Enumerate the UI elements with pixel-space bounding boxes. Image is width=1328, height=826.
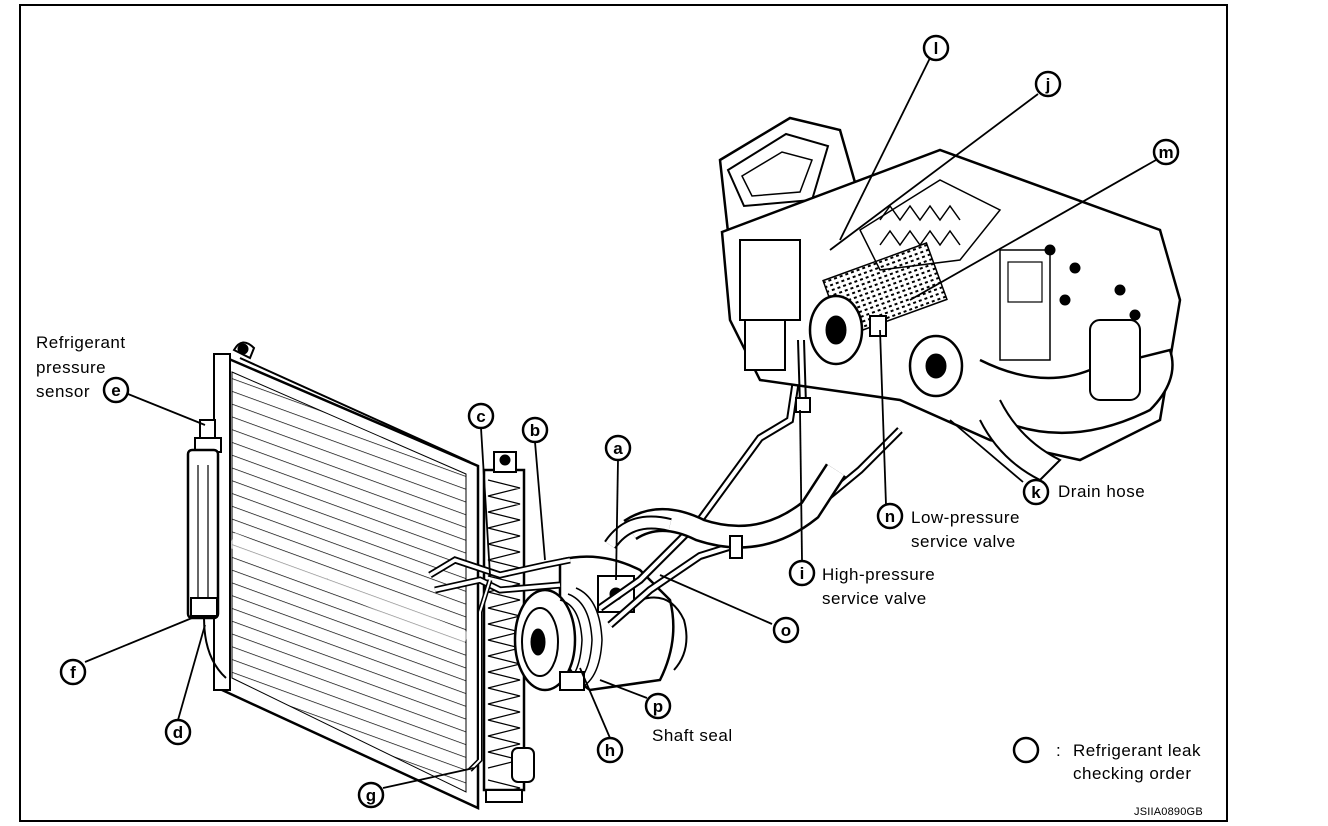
callout-f: f (59, 658, 87, 686)
label-sensor-line1: Refrigerant (36, 333, 126, 352)
callout-e: e (102, 376, 130, 404)
label-low-pressure-line2: service valve (911, 532, 1016, 551)
svg-text:c: c (476, 407, 485, 426)
label-shaft-seal: Shaft seal (652, 726, 733, 745)
label-low-pressure-line1: Low-pressure (911, 508, 1020, 527)
svg-text:a: a (613, 439, 623, 458)
figure-id: JSIIA0890GB (1134, 806, 1203, 818)
callout-l: l (922, 34, 950, 62)
callout-o: o (772, 616, 800, 644)
callout-b: b (521, 416, 549, 444)
svg-text:k: k (1031, 483, 1041, 502)
svg-text:b: b (530, 421, 540, 440)
legend-colon: : (1056, 741, 1062, 760)
label-sensor-line3: sensor (36, 382, 91, 401)
refrigerant-pipes (428, 379, 903, 772)
svg-text:m: m (1158, 143, 1173, 162)
leader-lines (84, 57, 1157, 789)
svg-text:f: f (70, 663, 76, 682)
svg-text:h: h (605, 741, 615, 760)
label-high-pressure-line2: service valve (822, 589, 927, 608)
label-high-pressure-line1: High-pressure (822, 565, 936, 584)
svg-text:g: g (366, 786, 376, 805)
svg-text:i: i (800, 564, 805, 583)
svg-text:o: o (781, 621, 791, 640)
legend-line1: Refrigerant leak (1073, 741, 1202, 760)
svg-text:l: l (934, 39, 939, 58)
label-drain-hose: Drain hose (1058, 482, 1146, 501)
compressor (513, 555, 688, 692)
condenser (213, 341, 480, 810)
legend-line2: checking order (1073, 764, 1192, 783)
callout-m: m (1152, 138, 1180, 166)
radiator-tank (482, 451, 535, 803)
callout-k: k (1022, 478, 1050, 506)
callout-d: d (164, 718, 192, 746)
svg-text:j: j (1045, 75, 1051, 94)
callout-n: n (876, 502, 904, 530)
callout-p: p (644, 692, 672, 720)
label-sensor-line2: pressure (36, 358, 107, 377)
callout-j: j (1034, 70, 1062, 98)
legend-circle-icon (1012, 736, 1040, 764)
hvac-unit (718, 116, 1182, 482)
callout-i: i (788, 559, 816, 587)
callout-g: g (357, 781, 385, 809)
svg-text:n: n (885, 507, 895, 526)
callout-a: a (604, 434, 632, 462)
callouts: a b c d e f g h i j k l m n o p (59, 34, 1180, 809)
figure-frame (19, 4, 1228, 822)
svg-text:p: p (653, 697, 663, 716)
callout-h: h (596, 736, 624, 764)
callout-c: c (467, 402, 495, 430)
svg-text:d: d (173, 723, 183, 742)
svg-text:e: e (111, 381, 120, 400)
